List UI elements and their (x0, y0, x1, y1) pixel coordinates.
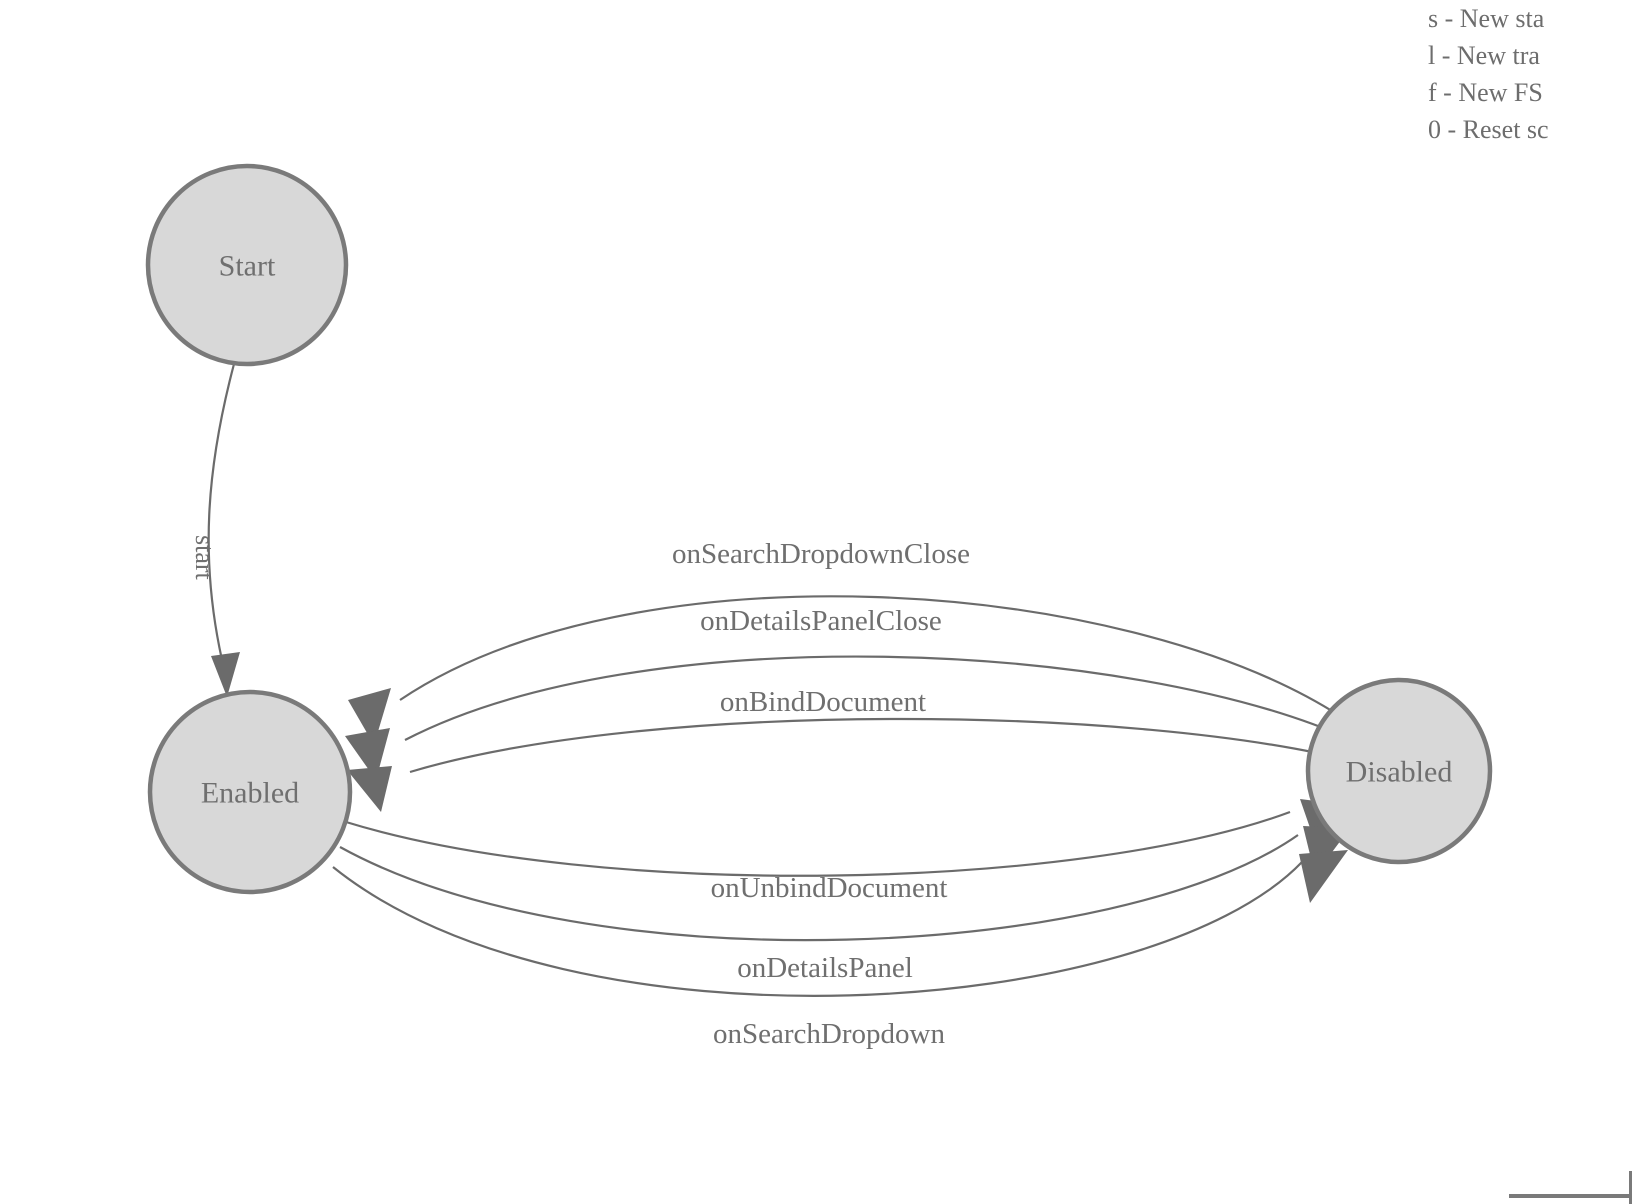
transition-onSearchDropdownClose-path (399, 595, 1341, 717)
transition-onUnbindDocument[interactable]: onUnbindDocument (345, 799, 1348, 904)
node-start-label: Start (219, 250, 276, 283)
transition-onSearchDropdown[interactable]: onSearchDropdown (332, 850, 1348, 1050)
help-shortcut-panel: s - New sta l - New tra f - New FS 0 - R… (1428, 0, 1632, 148)
transition-onUnbindDocument-path (345, 810, 1291, 877)
node-disabled[interactable]: Disabled (1305, 677, 1493, 865)
node-enabled-label: Enabled (201, 777, 299, 810)
transition-onSearchDropdownClose[interactable]: onSearchDropdownClose (348, 538, 1341, 745)
help-line-new-transition: l - New tra (1428, 41, 1540, 70)
node-start-circle[interactable] (145, 163, 349, 367)
help-line-new-fsm: f - New FS (1428, 78, 1543, 107)
arrowhead-start-to-enabled (211, 652, 240, 697)
transition-label-onBindDocument: onBindDocument (720, 686, 926, 718)
node-enabled[interactable]: Enabled (147, 689, 353, 895)
arrowhead-to-enabled-3 (347, 766, 392, 812)
transition-label-onDetailsPanel: onDetailsPanel (737, 952, 913, 984)
transition-onDetailsPanelClose-path (404, 655, 1353, 742)
node-enabled-circle[interactable] (147, 689, 353, 895)
transition-onSearchDropdown-path (332, 861, 1303, 997)
viewport-frame-right-edge (1629, 1171, 1632, 1204)
node-start[interactable]: Start (145, 163, 349, 367)
transition-label-onSearchDropdownClose: onSearchDropdownClose (672, 538, 970, 570)
transition-label-onSearchDropdown: onSearchDropdown (713, 1018, 945, 1050)
arrowhead-to-enabled-2 (345, 728, 390, 780)
arrowhead-to-enabled-1 (348, 688, 391, 745)
transition-label-onDetailsPanelClose: onDetailsPanelClose (700, 605, 942, 637)
transition-onDetailsPanelClose[interactable]: onDetailsPanelClose (345, 605, 1353, 780)
arrowhead-to-disabled-3 (1299, 850, 1348, 903)
node-disabled-circle[interactable] (1305, 677, 1493, 865)
node-disabled-label: Disabled (1346, 756, 1453, 789)
help-line-reset-scale: 0 - Reset sc (1428, 115, 1549, 144)
viewport-frame-bottom-edge (1509, 1194, 1629, 1198)
transition-label-onUnbindDocument: onUnbindDocument (711, 872, 948, 904)
transition-label-start: start (190, 535, 219, 581)
transition-onBindDocument[interactable]: onBindDocument (347, 686, 1357, 812)
transition-start-path (207, 363, 236, 661)
transition-onBindDocument-path (409, 717, 1357, 774)
transition-onDetailsPanel-path (339, 834, 1299, 942)
transition-onDetailsPanel[interactable]: onDetailsPanel (339, 826, 1350, 984)
help-line-new-state: s - New sta (1428, 4, 1545, 33)
transition-start[interactable]: start (190, 363, 240, 697)
